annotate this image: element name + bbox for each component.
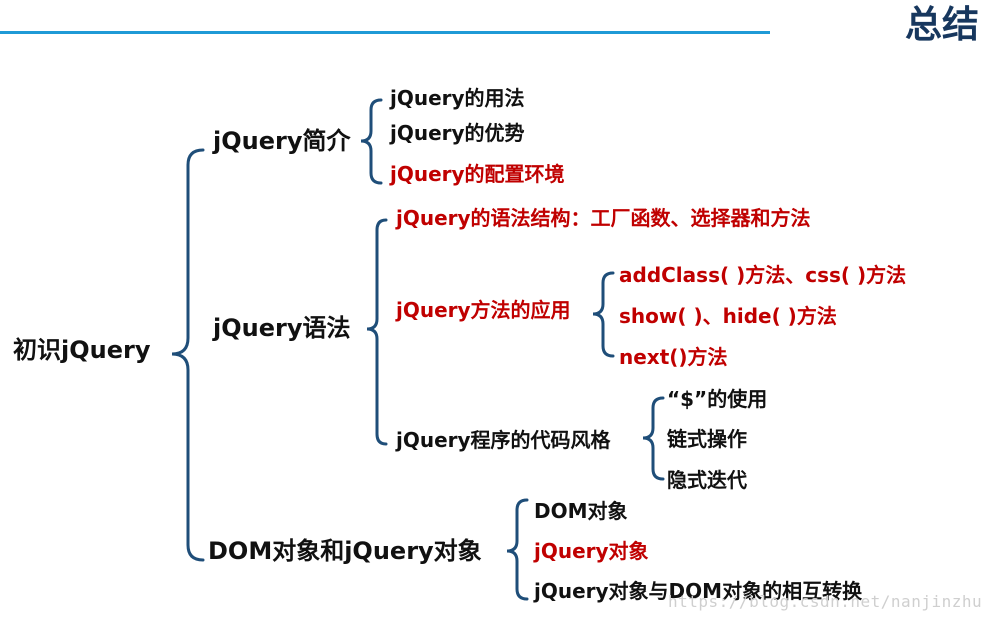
leaf-chain-operation: 链式操作: [667, 427, 747, 451]
root-node: 初识jQuery: [13, 336, 151, 364]
leaf-jquery-config: jQuery的配置环境: [390, 162, 565, 186]
page-title: 总结: [905, 3, 979, 46]
branch-jquery-syntax: jQuery语法: [213, 314, 351, 342]
leaf-implicit-iteration: 隐式迭代: [667, 468, 747, 492]
root-brace: [171, 148, 205, 562]
leaf-syntax-structure: jQuery的语法结构：工厂函数、选择器和方法: [396, 206, 811, 230]
style-brace: [642, 396, 665, 481]
branch-1-brace: [360, 98, 383, 185]
branch-3-brace: [506, 498, 529, 601]
leaf-object-conversion: jQuery对象与DOM对象的相互转换: [534, 579, 863, 603]
header-divider-line: [0, 31, 770, 34]
leaf-jquery-advantages: jQuery的优势: [390, 121, 525, 145]
leaf-jquery-object: jQuery对象: [534, 539, 649, 563]
leaf-next: next()方法: [619, 345, 728, 369]
branch-dom-jquery-objects: DOM对象和jQuery对象: [208, 537, 482, 565]
leaf-dom-object: DOM对象: [534, 499, 628, 523]
watermark-text: https://blog.csdn.net/nanjinzhu: [668, 592, 983, 611]
leaf-dollar-usage: “$”的使用: [667, 387, 768, 411]
node-method-application: jQuery方法的应用: [396, 298, 571, 322]
node-code-style: jQuery程序的代码风格: [396, 428, 611, 452]
leaf-jquery-usage: jQuery的用法: [390, 86, 525, 110]
leaf-show-hide: show( )、hide( )方法: [619, 304, 837, 328]
branch-2-brace: [366, 218, 388, 446]
methods-brace: [592, 271, 615, 358]
branch-jquery-intro: jQuery简介: [213, 127, 351, 155]
leaf-addclass-css: addClass( )方法、css( )方法: [619, 263, 907, 287]
